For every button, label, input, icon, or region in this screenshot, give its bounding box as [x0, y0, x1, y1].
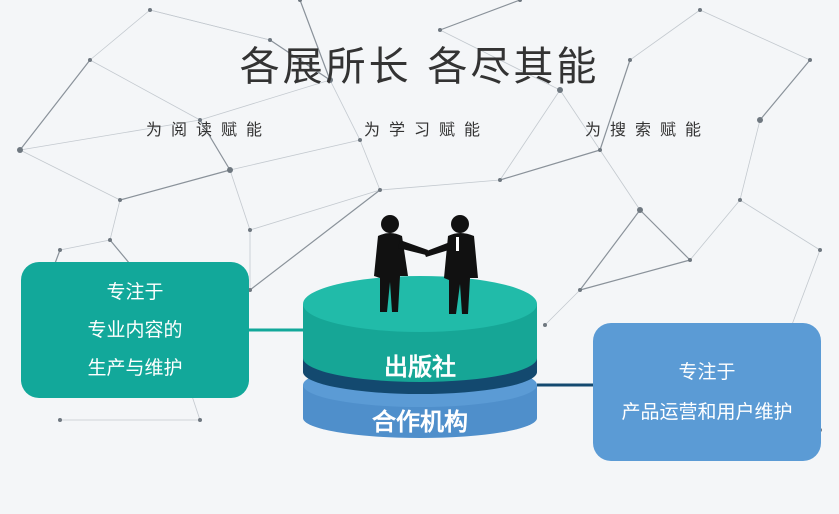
partner-label: 合作机构 [372, 408, 468, 436]
network-node [198, 118, 202, 122]
network-line [739, 119, 761, 201]
network-line [19, 59, 91, 151]
network-line [599, 59, 631, 151]
network-node [808, 58, 812, 62]
network-line [299, 0, 331, 81]
network-line [759, 59, 811, 121]
network-node [358, 138, 362, 142]
network-line [439, 0, 521, 31]
network-line [499, 89, 561, 181]
left-box-line: 生产与维护 [87, 357, 183, 379]
network-line [249, 189, 381, 291]
publisher-focus-box: 专注于 专业内容的 生产与维护 [21, 262, 249, 398]
publisher-label: 出版社 [384, 353, 456, 381]
subtitle-search: 为搜索赋能 [585, 120, 711, 139]
network-node [598, 148, 602, 152]
network-line [59, 239, 111, 251]
network-node [698, 8, 702, 12]
network-line [639, 209, 691, 261]
network-line [544, 289, 581, 326]
network-node [818, 248, 822, 252]
network-line [229, 139, 361, 171]
network-node [58, 248, 62, 252]
handshake-businessmen-icon [374, 215, 478, 314]
network-line [439, 29, 561, 91]
network-line [89, 9, 151, 61]
network-line [689, 199, 741, 261]
network-node [248, 288, 252, 292]
subtitle-reading: 为阅读赋能 [146, 120, 272, 139]
left-box-line: 专业内容的 [87, 319, 183, 341]
network-node [17, 147, 23, 153]
network-line [229, 169, 251, 231]
network-node [578, 288, 582, 292]
network-line [19, 149, 121, 201]
network-node [637, 207, 643, 213]
network-line [19, 119, 201, 151]
network-node [378, 188, 382, 192]
right-box-line: 专注于 [678, 361, 736, 383]
network-node [438, 28, 442, 32]
right-box-line: 产品运营和用户维护 [621, 401, 793, 423]
network-line [89, 59, 201, 121]
network-node [628, 58, 632, 62]
network-line [499, 149, 601, 181]
network-node [298, 0, 302, 2]
network-node [327, 77, 333, 83]
network-node [198, 418, 202, 422]
network-node [227, 167, 233, 173]
network-node [757, 117, 763, 123]
network-line [379, 179, 501, 191]
network-line [579, 259, 691, 291]
network-node [557, 87, 563, 93]
cylinder-top-face [303, 276, 537, 332]
network-line [739, 199, 821, 251]
subtitle-learning: 为学习赋能 [364, 120, 490, 139]
network-node [88, 58, 92, 62]
network-line [199, 119, 231, 171]
network-line [789, 249, 821, 331]
network-node [58, 418, 62, 422]
network-line [599, 149, 641, 211]
network-node [498, 178, 502, 182]
network-node [268, 38, 272, 42]
network-node [118, 198, 122, 202]
partner-focus-box: 专注于 产品运营和用户维护 [593, 323, 821, 461]
network-node [738, 198, 742, 202]
network-node [248, 228, 252, 232]
network-node [543, 323, 547, 327]
network-line [199, 79, 331, 121]
network-line [699, 9, 811, 61]
network-line [149, 9, 271, 41]
network-node [518, 0, 522, 2]
network-node [688, 258, 692, 262]
page-title: 各展所长 各尽其能 [239, 44, 600, 90]
network-line [559, 89, 601, 151]
network-line [359, 139, 381, 191]
network-line [629, 9, 701, 61]
network-line [119, 169, 231, 201]
network-line [329, 79, 361, 141]
network-node [148, 8, 152, 12]
network-line [109, 199, 121, 241]
network-line [579, 209, 641, 291]
network-line [269, 39, 331, 81]
left-box-line: 专注于 [106, 281, 164, 303]
network-line [249, 189, 381, 231]
network-node [108, 238, 112, 242]
